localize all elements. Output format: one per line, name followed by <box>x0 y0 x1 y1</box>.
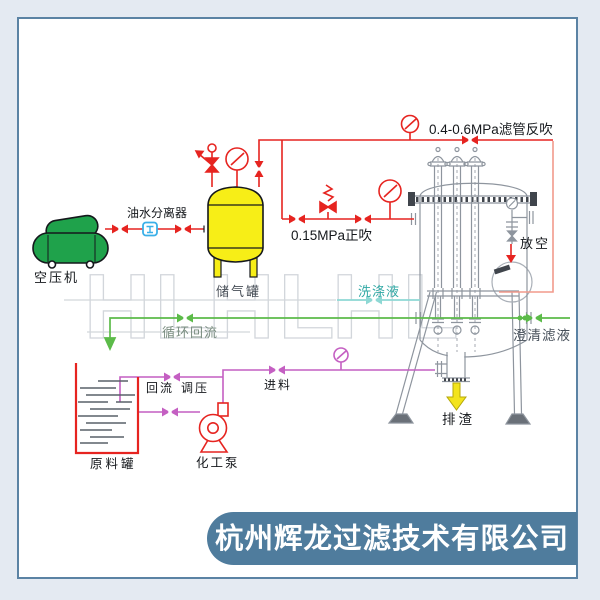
watermark-text: HL <box>84 256 215 358</box>
red-valves <box>112 135 516 263</box>
flange-end <box>408 192 415 206</box>
watermark-text: HL <box>332 256 463 358</box>
label-positive-blow: 0.15MPa正吹 <box>291 228 373 243</box>
diagram-labels: 空压机 油水分离器 储气罐 0.4-0.6MPa滤管反吹 0.15MPa正吹 放… <box>34 122 571 471</box>
company-banner: 杭州辉龙过滤技术有限公司 <box>207 512 578 565</box>
label-pressure-regulate: 调压 <box>181 381 209 395</box>
bottom-nozzle <box>442 352 470 383</box>
chemical-pump <box>198 402 229 453</box>
label-vent: 放空 <box>520 236 550 251</box>
flange-end <box>530 192 537 206</box>
label-reflux: 回流 <box>146 381 174 395</box>
magenta-valves <box>162 365 285 417</box>
pump-hub <box>207 421 220 434</box>
vessel-dome <box>419 182 528 197</box>
pipe-joint <box>517 315 523 321</box>
banner-pill <box>207 512 578 565</box>
vessel-legs <box>395 291 523 415</box>
green-valves <box>177 313 542 323</box>
filter-vessel <box>387 146 537 425</box>
wheel-icon <box>85 260 95 269</box>
label-feed: 进料 <box>264 378 292 392</box>
company-name: 杭州辉龙过滤技术有限公司 <box>215 522 569 555</box>
label-washing-liquid: 洗涤液 <box>358 284 400 299</box>
down-arrow-icon <box>103 337 117 352</box>
label-gas-tank: 储气罐 <box>216 284 261 299</box>
compressor-body <box>32 232 109 264</box>
label-oil-water-separator: 油水分离器 <box>127 205 187 220</box>
label-circulation-return: 循环回流 <box>162 325 218 340</box>
magenta-piping <box>119 347 435 417</box>
tank-body <box>207 186 264 263</box>
gas-storage-tank <box>203 186 264 278</box>
oil-water-separator <box>142 221 158 237</box>
filtrate-line <box>109 317 570 340</box>
label-reverse-blow: 0.4-0.6MPa滤管反吹 <box>429 122 553 137</box>
label-slag-discharge: 排渣 <box>442 412 475 427</box>
watermark: HL HL HL <box>64 255 463 359</box>
pump-discharge <box>217 402 229 417</box>
vent-assembly <box>505 197 534 244</box>
raw-material-tank <box>74 363 140 455</box>
label-compressor: 空压机 <box>34 270 79 285</box>
watermark-text: HL <box>208 256 339 358</box>
reverse-blow-return-line <box>499 141 554 293</box>
pressure-regulator-icon <box>319 184 337 219</box>
vessel-foot <box>387 413 415 424</box>
feed-stub <box>435 361 447 377</box>
diagram-panel <box>17 17 578 579</box>
air-compressor <box>32 214 109 269</box>
watermark-line <box>64 299 336 333</box>
candle-stubs <box>434 296 479 318</box>
manifold-flanges <box>432 288 481 299</box>
vent-pot <box>491 261 533 303</box>
vent-arrow-icon <box>506 255 516 263</box>
washing-piping <box>337 295 420 305</box>
green-piping <box>103 313 570 352</box>
candle-tubes <box>427 146 486 352</box>
label-clear-filtrate: 澄清滤液 <box>513 328 571 343</box>
label-raw-material-tank: 原料罐 <box>90 457 137 471</box>
safety-valve-icon <box>194 143 220 173</box>
nozzle-mask <box>447 350 465 378</box>
wheel-icon <box>47 260 57 269</box>
vessel-foot <box>504 413 532 425</box>
liquid-level-lines <box>78 380 135 444</box>
vent-pot-flange <box>493 264 511 275</box>
label-chemical-pump: 化工泵 <box>196 456 240 470</box>
red-piping <box>105 114 553 263</box>
slag-arrow-icon <box>446 382 467 411</box>
